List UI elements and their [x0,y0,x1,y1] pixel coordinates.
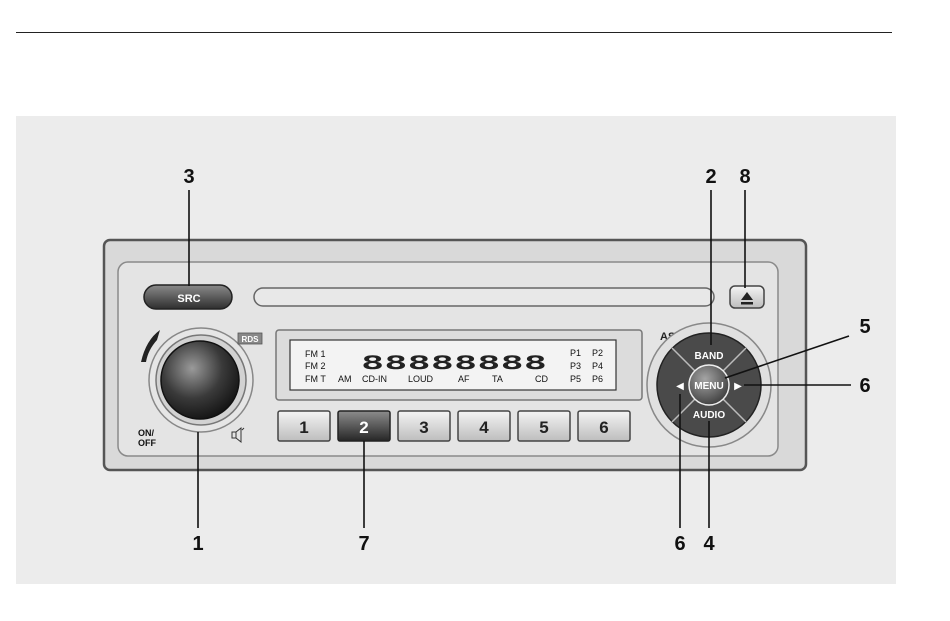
callout-7: 7 [358,533,369,555]
cd-slot[interactable] [254,288,714,306]
src-label: SRC [177,293,200,305]
callout-5: 5 [859,316,870,338]
svg-text:FM 1: FM 1 [305,349,326,359]
preset-label-1: 1 [299,418,308,437]
band-button[interactable]: BAND [695,351,724,362]
preset-label-5: 5 [539,418,548,437]
svg-text:P1: P1 [570,348,581,358]
callout-3: 3 [183,166,194,188]
power-label-line2: OFF [138,438,156,448]
preset-label-2: 2 [359,418,368,437]
lcd-left-labels: FM 1 FM 2 FM T [305,349,326,384]
svg-text:FM 2: FM 2 [305,361,326,371]
svg-text:FM T: FM T [305,374,326,384]
power-label-line1: ON/ [138,428,155,438]
svg-text:TA: TA [492,374,503,384]
svg-text:P4: P4 [592,361,603,371]
svg-text:RDS: RDS [242,335,260,344]
svg-text:CD: CD [535,374,548,384]
menu-label: MENU [694,381,723,392]
svg-text:LOUD: LOUD [408,374,434,384]
callout-4: 4 [703,533,715,555]
src-button[interactable]: SRC [144,285,232,309]
seek-right-button[interactable]: ▶ [734,381,742,392]
callout-6-right: 6 [859,375,870,397]
eject-button[interactable] [730,286,764,308]
svg-text:P2: P2 [592,348,603,358]
volume-knob[interactable] [149,328,253,432]
audio-button[interactable]: AUDIO [693,410,725,421]
callout-1: 1 [192,533,203,555]
rds-badge: RDS [238,333,262,344]
svg-text:CD-IN: CD-IN [362,374,387,384]
svg-text:AF: AF [458,374,470,384]
preset-label-6: 6 [599,418,608,437]
svg-text:P5: P5 [570,374,581,384]
svg-text:P6: P6 [592,374,603,384]
seek-left-button[interactable]: ◀ [676,381,684,392]
preset-label-4: 4 [479,418,489,437]
preset-label-3: 3 [419,418,428,437]
callout-6-bottom: 6 [674,533,685,555]
callout-2: 2 [705,166,716,188]
callout-8: 8 [739,166,750,188]
lcd-segments: 88888888 [361,352,547,374]
svg-text:AM: AM [338,374,352,384]
svg-text:P3: P3 [570,361,581,371]
